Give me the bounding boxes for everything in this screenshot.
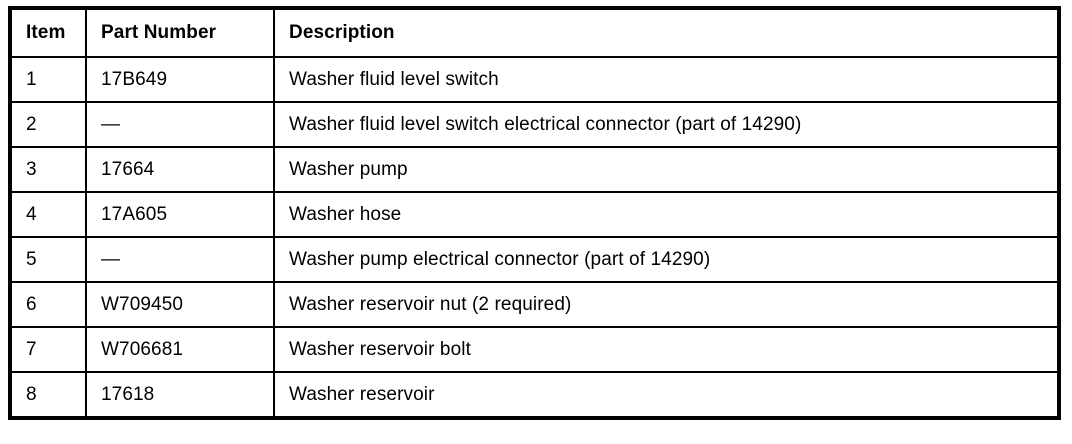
table-row: 2 — Washer fluid level switch electrical…: [10, 102, 1059, 148]
cell-description: Washer reservoir bolt: [274, 327, 1059, 373]
cell-description: Washer hose: [274, 192, 1059, 238]
cell-item: 1: [10, 57, 87, 103]
cell-part-number: 17618: [86, 372, 275, 418]
cell-description: Washer reservoir: [289, 383, 435, 405]
cell-item: 2: [10, 102, 87, 148]
cell-item: 4: [10, 192, 87, 238]
cell-part-number: —: [86, 237, 275, 283]
column-header-description: Description: [274, 8, 1059, 58]
cell-description: Washer reservoir nut (2 required): [274, 282, 1059, 328]
table-row: 6 W709450 Washer reservoir nut (2 requir…: [10, 282, 1059, 328]
cell-part-number: 17B649: [86, 57, 275, 103]
column-header-item: Item: [10, 8, 87, 58]
table-row: 3 17664 Washer pump: [10, 147, 1059, 193]
cell-item: 8: [10, 372, 87, 418]
parts-list-table: Item Part Number Description 1 17B649 Wa…: [8, 6, 1061, 420]
cell-item: 3: [10, 147, 87, 193]
cell-part-number: 17664: [86, 147, 275, 193]
cell-part-number: W706681: [86, 327, 275, 373]
cell-description: Washer fluid level switch: [274, 57, 1059, 103]
column-header-part-number: Part Number: [86, 8, 275, 58]
cell-description: Washer pump electrical connector (part o…: [274, 237, 1059, 283]
table-row: 5 — Washer pump electrical connector (pa…: [10, 237, 1059, 283]
cell-part-number: W709450: [86, 282, 275, 328]
table-row: 4 17A605 Washer hose: [10, 192, 1059, 238]
table-header-row: Item Part Number Description: [10, 8, 1059, 58]
cell-part-number: —: [86, 102, 275, 148]
cell-description: Washer fluid level switch electrical con…: [274, 102, 1059, 148]
table-row: 8 17618 Washer reservoir: [10, 372, 1059, 418]
table-body: 1 17B649 Washer fluid level switch 2 — W…: [10, 57, 1059, 418]
cell-item: 6: [10, 282, 87, 328]
cell-item: 7: [10, 327, 87, 373]
cell-item: 5: [10, 237, 87, 283]
cell-part-number: 17A605: [86, 192, 275, 238]
table-header: Item Part Number Description: [10, 8, 1059, 58]
table-row: 1 17B649 Washer fluid level switch: [10, 57, 1059, 103]
cell-description: Washer pump: [274, 147, 1059, 193]
table-row: 7 W706681 Washer reservoir bolt: [10, 327, 1059, 373]
